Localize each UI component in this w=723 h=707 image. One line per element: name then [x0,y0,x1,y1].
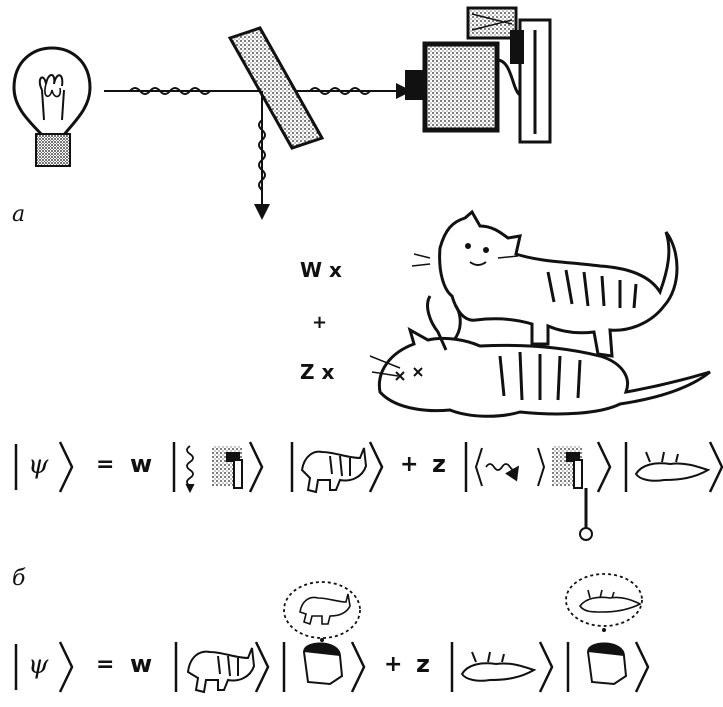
equation1-w: w [130,450,152,478]
equation1-plus: + [400,452,418,477]
superposition-plus: + [312,312,327,333]
label-a: a [12,202,25,227]
equation1-ket-live-cat [292,442,382,492]
equation1-z: z [432,450,446,478]
equation1-psi: ψ [28,450,48,480]
equation1-ket-photon-gun [174,442,262,492]
equation2-ket-observer-dead [566,574,648,692]
equation2-ket-observer-live [284,582,364,692]
equation2-w: w [130,650,152,678]
beam-splitter [230,28,322,148]
superposition-w-term: W x [300,258,342,282]
equation2-ket-dead-cat [452,642,552,692]
equation1-ket-dead-cat [626,442,722,492]
equation2-ket-live-cat [176,642,268,692]
equation2-psi: ψ [28,650,48,680]
equation1-ket-photon-passed [466,442,610,540]
equation2-z: z [416,650,430,678]
equation2-equals: = [96,652,114,677]
equation2-plus: + [384,652,402,677]
label-b: б [12,566,25,591]
light-bulb-icon [14,48,90,166]
detector-gun-apparatus [405,8,550,142]
live-cat-illustration [412,212,677,356]
equation1-equals: = [96,452,114,477]
reflected-light-beam [259,91,265,218]
superposition-z-term: Z x [300,360,334,384]
